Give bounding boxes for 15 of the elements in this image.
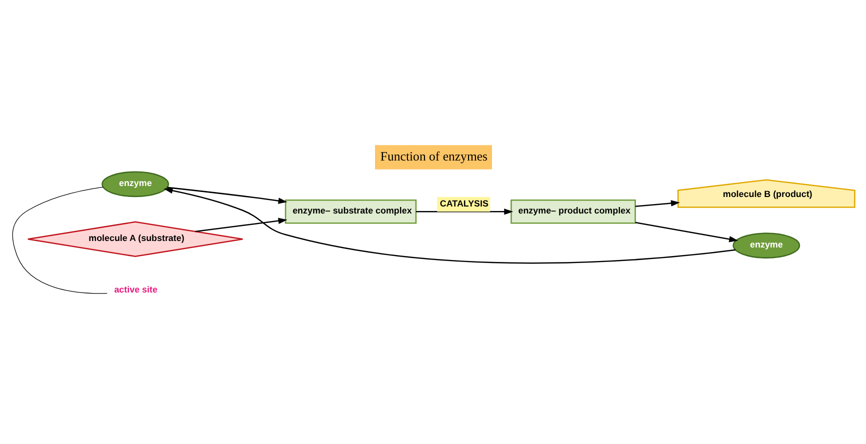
node-text: active site (114, 284, 157, 294)
node-ellipse: enzyme (101, 170, 169, 197)
node-box: enzyme– substrate complex (284, 199, 416, 224)
connector (12, 186, 107, 294)
arrow (415, 208, 513, 214)
node-diamond: molecule A (substrate) (26, 220, 243, 257)
diagram-title: Function of enzymes (380, 148, 488, 163)
node-box: enzyme– product complex (510, 199, 636, 224)
arrow (163, 186, 736, 264)
arrow (194, 217, 287, 232)
node-ellipse: enzyme (732, 232, 800, 258)
arrow (634, 200, 680, 206)
arrow (634, 221, 738, 242)
edge-label: CATALYSIS (439, 198, 488, 208)
arrow (166, 186, 287, 204)
